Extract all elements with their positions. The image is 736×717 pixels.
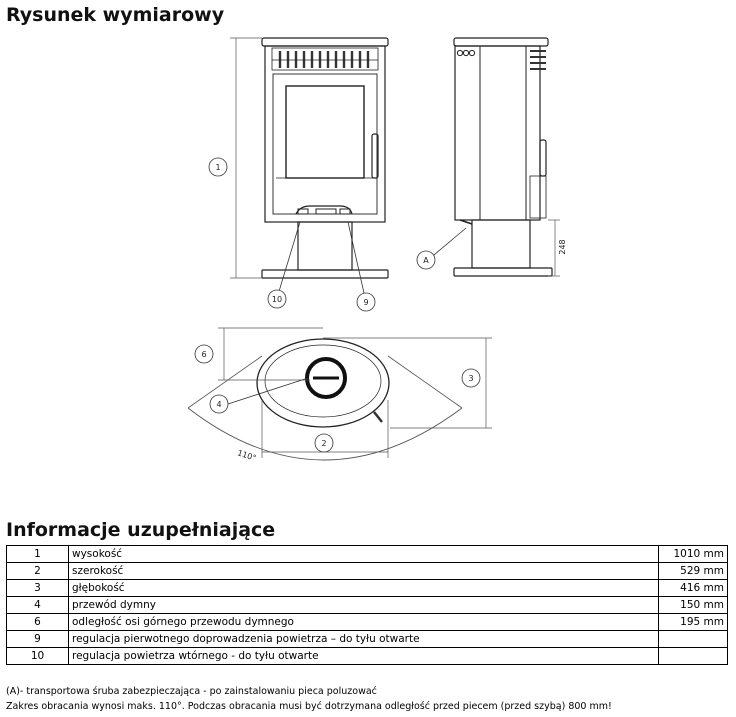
row-description: wysokość xyxy=(68,545,659,563)
callout-6 xyxy=(194,344,214,364)
row-number: 1 xyxy=(6,545,69,563)
row-description: szerokość xyxy=(68,562,659,580)
callout-4 xyxy=(209,394,229,414)
table-row: 9 regulacja pierwotnego doprowadzenia po… xyxy=(6,630,728,648)
rotation-angle-label: 110° xyxy=(236,448,257,463)
callout-9 xyxy=(356,292,376,312)
table-row: 10 regulacja powietrza wtórnego - do tył… xyxy=(6,647,728,665)
callout-a xyxy=(416,250,436,270)
row-value: 1010 mm xyxy=(658,545,728,563)
row-value: 529 mm xyxy=(658,562,728,580)
row-number: 4 xyxy=(6,596,69,614)
row-number: 3 xyxy=(6,579,69,597)
callout-1-label: 1 xyxy=(215,163,220,172)
section-title: Informacje uzupełniające xyxy=(6,519,276,541)
side-view xyxy=(453,37,553,277)
dimension-248-label: 248 xyxy=(558,239,567,254)
row-number: 2 xyxy=(6,562,69,580)
row-description: głębokość xyxy=(68,579,659,597)
page-title: Rysunek wymiarowy xyxy=(6,4,225,26)
callout-2 xyxy=(314,433,334,453)
callout-10-label: 10 xyxy=(272,295,282,304)
callout-2-label: 2 xyxy=(321,439,326,448)
rotation-note: Zakres obracania wynosi maks. 110°. Podc… xyxy=(6,701,612,712)
row-value: 416 mm xyxy=(658,579,728,597)
row-number: 10 xyxy=(6,647,69,665)
callout-9-label: 9 xyxy=(363,298,368,307)
row-value: 150 mm xyxy=(658,596,728,614)
callout-6-label: 6 xyxy=(201,350,206,359)
callout-10 xyxy=(267,289,287,309)
row-description: odległość osi górnego przewodu dymnego xyxy=(68,613,659,631)
row-value: 195 mm xyxy=(658,613,728,631)
specs-table: 1 wysokość 1010 mm 2 szerokość 529 mm 3 … xyxy=(6,545,728,665)
row-value xyxy=(658,630,728,648)
row-number: 9 xyxy=(6,630,69,648)
callout-1 xyxy=(208,157,228,177)
row-description: regulacja powietrza wtórnego - do tyłu o… xyxy=(68,647,659,665)
table-row: 6 odległość osi górnego przewodu dymnego… xyxy=(6,613,728,631)
row-number: 6 xyxy=(6,613,69,631)
callout-3-label: 3 xyxy=(468,374,473,383)
table-row: 3 głębokość 416 mm xyxy=(6,579,728,597)
leader-lines xyxy=(227,221,467,405)
front-view xyxy=(261,37,389,279)
dimension-lines xyxy=(218,37,560,458)
callout-a-label: A xyxy=(423,256,429,265)
dimension-drawing: 1 10 9 A 6 4 2 3 248 110° xyxy=(187,37,567,463)
row-value xyxy=(658,647,728,665)
transport-note: (A)- transportowa śruba zabezpieczająca … xyxy=(6,686,377,697)
row-description: przewód dymny xyxy=(68,596,659,614)
row-description: regulacja pierwotnego doprowadzenia powi… xyxy=(68,630,659,648)
callout-4-label: 4 xyxy=(216,400,221,409)
callout-3 xyxy=(461,368,481,388)
table-row: 1 wysokość 1010 mm xyxy=(6,545,728,563)
table-row: 4 przewód dymny 150 mm xyxy=(6,596,728,614)
table-row: 2 szerokość 529 mm xyxy=(6,562,728,580)
